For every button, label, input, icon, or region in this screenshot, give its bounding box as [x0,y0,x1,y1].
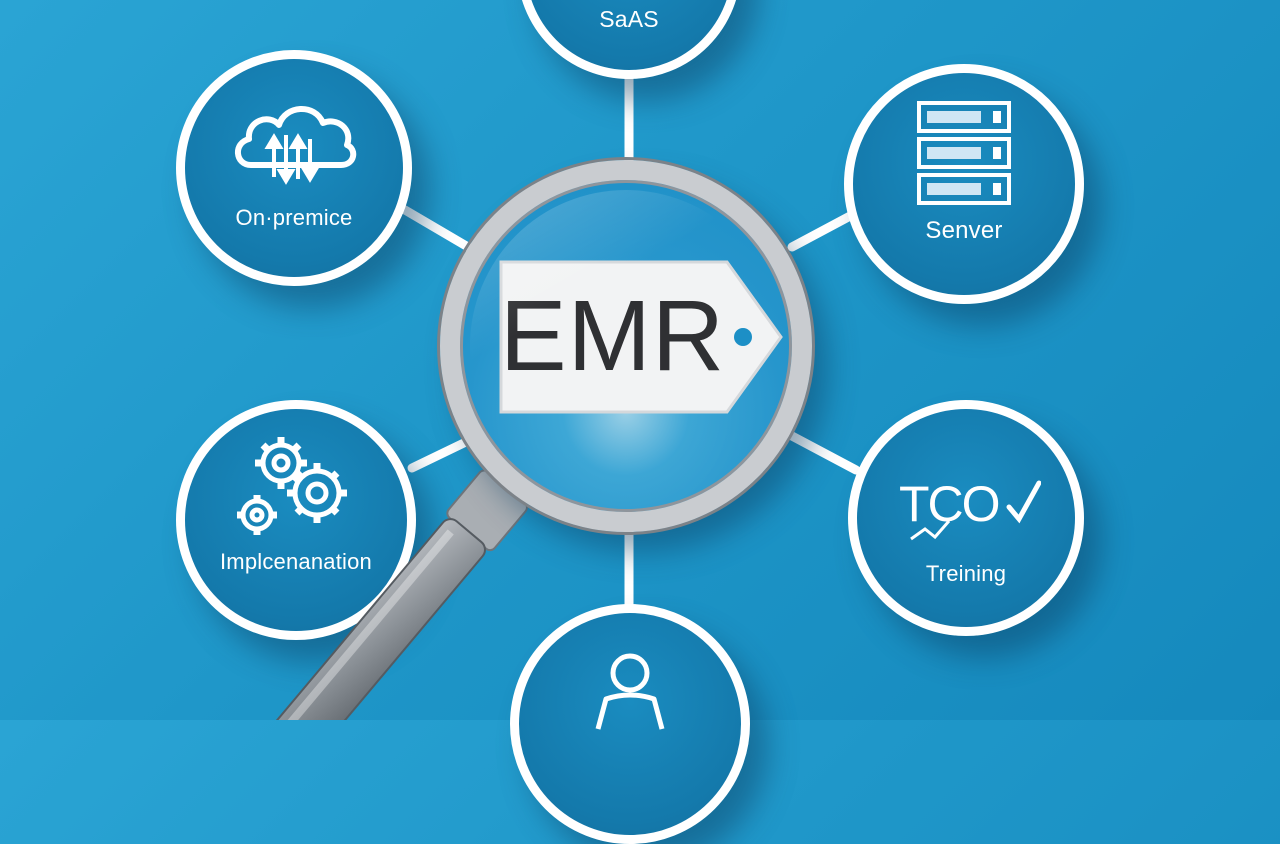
connector-on-premise [400,205,473,252]
connector-server [787,210,857,252]
node-on-premise: On·premice [176,50,412,286]
server-rack-icon [853,97,1075,209]
checkmark-icon [910,480,1041,541]
node-saas-label: SaAS [599,6,659,32]
magnifier-handle [259,469,528,720]
node-implementation: Implcenanation [176,400,416,640]
node-implementation-label: Implcenanation [219,549,372,574]
cloud-transfer-icon [185,95,403,185]
node-on-premise-label: On·premice [235,205,353,230]
emr-label: EMR [499,280,726,392]
node-tco-training: TCO Treining [848,400,1084,636]
tco-text: TCO [899,476,1001,532]
emr-tag-shape [499,260,783,414]
connector-implementation [407,435,475,473]
person-icon [519,651,741,731]
gears-icon [185,427,407,547]
node-server-label: Senver [925,217,1003,244]
tco-check-icon: TCO [857,469,1075,549]
connector-lines [0,0,1280,720]
connector-tco [787,431,861,475]
node-tco-label: Treining [925,561,1007,586]
node-server: Senver [844,64,1084,304]
